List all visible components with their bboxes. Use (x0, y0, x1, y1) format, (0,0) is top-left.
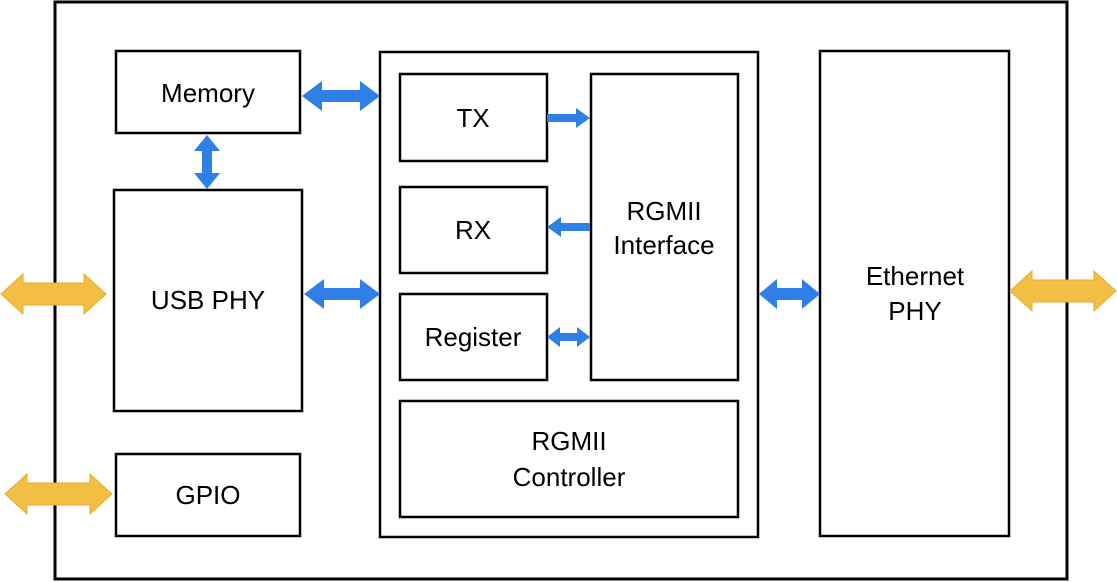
memory-usb-arrow-icon (194, 135, 220, 189)
gpio-label: GPIO (175, 480, 240, 510)
rx-label: RX (455, 215, 491, 245)
usb-phy-label: USB PHY (151, 285, 265, 315)
arrows-layer (0, 81, 1117, 516)
ethernet-external-arrow-icon (1009, 269, 1117, 313)
memory-mac-arrow-icon (302, 81, 380, 111)
rgmii-controller-label-line2: Controller (513, 462, 626, 492)
rx-block: RX (398, 185, 549, 275)
usb-mac-arrow-icon (304, 279, 380, 309)
gpio-block: GPIO (114, 452, 302, 538)
usb-external-arrow-icon (0, 272, 107, 316)
tx-interface-arrow-icon (547, 108, 590, 128)
tx-label: TX (456, 103, 489, 133)
memory-block: Memory (114, 49, 302, 135)
register-interface-arrow-icon (547, 327, 590, 347)
register-block: Register (398, 292, 549, 382)
rgmii-interface-label-line2: Interface (613, 230, 714, 260)
rgmii-controller-block: RGMII Controller (398, 399, 740, 519)
mac-ethernet-phy-arrow-icon (759, 279, 820, 309)
usb-phy-block: USB PHY (112, 188, 304, 413)
interface-rx-arrow-icon (547, 217, 590, 237)
memory-label: Memory (161, 78, 255, 108)
rgmii-interface-label-line1: RGMII (626, 196, 701, 226)
ethernet-phy-label-line2: PHY (888, 296, 941, 326)
rgmii-interface-block: RGMII Interface (589, 72, 740, 382)
gpio-external-arrow-icon (4, 472, 113, 516)
register-label: Register (425, 322, 522, 352)
ethernet-phy-block: Ethernet PHY (818, 49, 1011, 538)
tx-block: TX (398, 72, 549, 163)
ethernet-phy-label-line1: Ethernet (866, 261, 965, 291)
rgmii-controller-label-line1: RGMII (531, 426, 606, 456)
